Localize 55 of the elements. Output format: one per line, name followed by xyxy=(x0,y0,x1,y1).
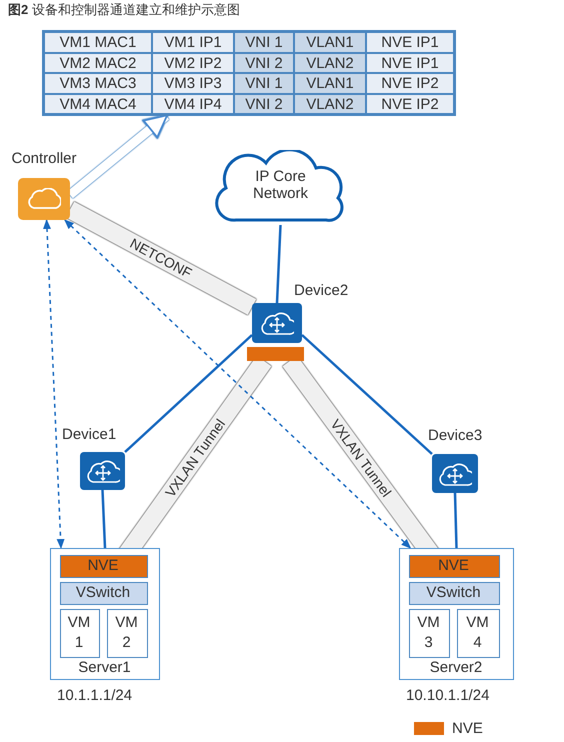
vswitch-label: VSwitch xyxy=(425,584,482,602)
table-cell: VM3 IP3 xyxy=(152,73,234,94)
server-label: Server1 xyxy=(77,659,132,676)
link-line xyxy=(124,334,253,453)
nve-bar xyxy=(247,347,304,361)
vm-box xyxy=(408,608,450,658)
table-cell: VM4 IP4 xyxy=(152,94,234,114)
table-cell: VNI 2 xyxy=(234,94,294,114)
vm-label: VM 3 xyxy=(416,612,441,652)
table-cell: VM1 IP1 xyxy=(152,32,234,52)
dashed-arrow xyxy=(43,219,65,549)
ip-address: 10.10.1.1/24 xyxy=(406,687,490,704)
link-line xyxy=(301,334,433,455)
device-label: Device3 xyxy=(428,427,484,444)
nve-label: NVE xyxy=(86,556,120,574)
link-line xyxy=(101,490,106,548)
nve-box xyxy=(60,554,148,578)
vm-box xyxy=(106,608,148,658)
vm-label: VM 4 xyxy=(465,612,490,652)
link-line xyxy=(454,492,458,548)
nve-label: NVE xyxy=(437,556,470,574)
ip-address: 10.1.1.1/24 xyxy=(57,687,132,704)
table-cell: NVE IP2 xyxy=(366,94,454,114)
vswitch-box xyxy=(60,582,148,604)
table-cell: NVE IP2 xyxy=(366,73,454,94)
vswitch-label: VSwitch xyxy=(74,584,132,602)
device-label: Device2 xyxy=(294,282,350,299)
figure-title: 图2 设备和控制器通道建立和维护示意图 xyxy=(8,1,240,19)
table-cell: VLAN2 xyxy=(294,94,366,114)
table-cell: VLAN2 xyxy=(294,52,366,73)
server-label: Server2 xyxy=(428,659,484,676)
table-cell: VM2 IP2 xyxy=(152,52,234,73)
table-cell: VNI 1 xyxy=(234,73,294,94)
table-cell: NVE IP1 xyxy=(366,52,454,73)
table-cell: VLAN1 xyxy=(294,73,366,94)
table-cell: VM1 MAC1 xyxy=(44,32,152,52)
vm-box xyxy=(60,608,100,658)
legend-label: NVE xyxy=(452,720,483,737)
table-cell: VLAN1 xyxy=(294,32,366,52)
table-cell: VM2 MAC2 xyxy=(44,52,152,73)
table-cell: VNI 2 xyxy=(234,52,294,73)
controller-label: Controller xyxy=(10,150,78,167)
dashed-arrow xyxy=(64,219,412,549)
vswitch-box xyxy=(408,582,500,604)
vm-box xyxy=(456,608,500,658)
nve-box xyxy=(408,554,500,578)
link-line xyxy=(276,224,282,304)
table-cell: VM3 MAC3 xyxy=(44,73,152,94)
table-cell: VM4 MAC4 xyxy=(44,94,152,114)
vm-label: VM 1 xyxy=(66,612,92,652)
vm-label: VM 2 xyxy=(114,612,139,652)
table-cell: VNI 1 xyxy=(234,32,294,52)
table-cell: NVE IP1 xyxy=(366,32,454,52)
network-label: IP Core Network xyxy=(252,168,309,202)
device-label: Device1 xyxy=(62,426,118,443)
